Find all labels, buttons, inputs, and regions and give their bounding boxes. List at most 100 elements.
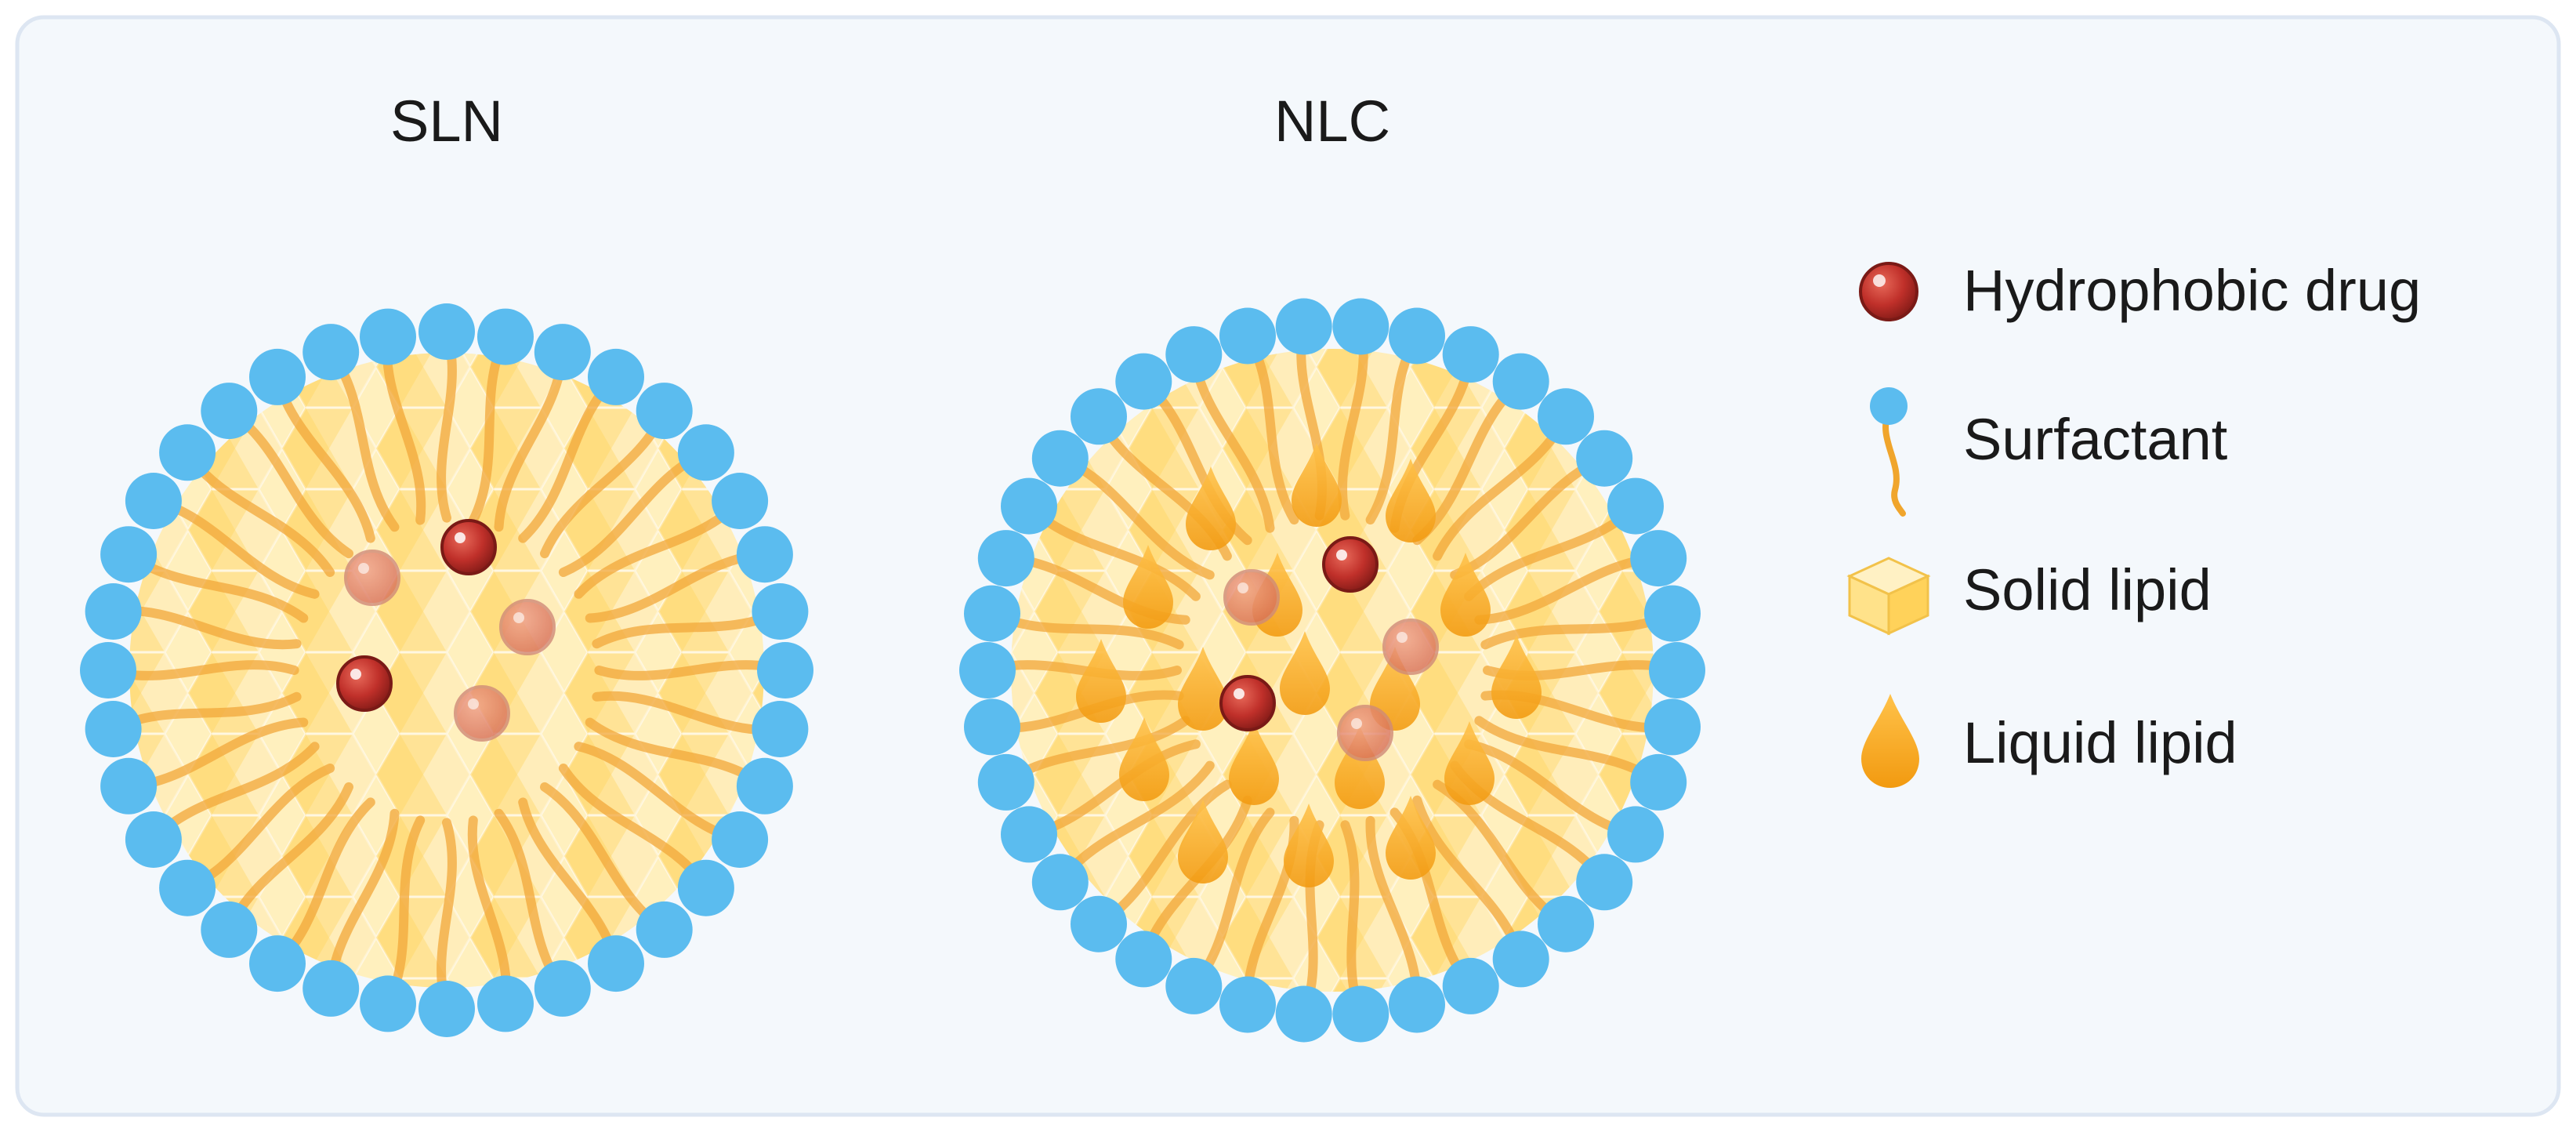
surfactant-head (418, 303, 475, 360)
liquid-lipid-drop (1186, 466, 1236, 550)
surfactant-head (159, 424, 216, 481)
drug-highlight (1237, 582, 1248, 593)
nlc-particle (959, 298, 1705, 1043)
surfactant-head (677, 424, 734, 481)
drug-sphere (336, 655, 393, 712)
surfactant-head (1538, 895, 1594, 952)
liquid-lipid-drop-icon (1861, 694, 1919, 788)
surfactant-head (1115, 353, 1172, 410)
surfactant-icon (1870, 387, 1908, 517)
surfactant-head (1275, 985, 1332, 1043)
surfactant-head (752, 583, 809, 640)
surfactant-head (588, 935, 644, 992)
liquid-lipid-drop (1123, 545, 1173, 629)
surfactant-head (1607, 477, 1664, 535)
surfactant-head (249, 935, 306, 992)
surfactant-head (1630, 753, 1687, 811)
surfactant-head (636, 383, 693, 440)
nlc-surfactant-heads (959, 298, 1705, 1043)
surfactant-head (1275, 298, 1332, 355)
surfactant-head (125, 473, 182, 529)
surfactant-head (977, 530, 1034, 587)
surfactant-head (1219, 307, 1276, 365)
surfactant-head (534, 960, 591, 1017)
surfactant-head (712, 811, 769, 868)
surfactant-head (1389, 976, 1445, 1033)
surfactant-head (964, 698, 1020, 756)
surfactant-head (100, 526, 158, 583)
nlc-drugs (1219, 536, 1439, 761)
surfactant-head (477, 308, 534, 365)
surfactant-head (1165, 326, 1223, 383)
surfactant-head (1031, 430, 1089, 487)
surfactant-head (1607, 806, 1664, 863)
surfactant-head (125, 811, 182, 868)
surfactant-head (477, 975, 534, 1032)
surfactant-head (1644, 585, 1701, 642)
liquid-lipid-drop (1386, 459, 1436, 542)
surfactant-head (159, 859, 216, 916)
legend-label-drug: Hydrophobic drug (1963, 258, 2422, 323)
surfactant-head (1332, 298, 1389, 355)
surfactant-head (1219, 976, 1276, 1033)
surfactant-head (636, 901, 693, 958)
drug-sphere (1322, 536, 1379, 593)
surfactant-head (1389, 307, 1445, 365)
sln-surfactant-heads (80, 303, 813, 1037)
liquid-lipid-drop (1370, 647, 1420, 731)
surfactant-head (534, 324, 591, 381)
surfactant-head (1001, 477, 1057, 535)
legend-label-solid-lipid: Solid lipid (1963, 557, 2212, 622)
drug-sphere (440, 519, 497, 575)
drug-highlight (1397, 632, 1408, 643)
drug-sphere (344, 550, 400, 606)
drug-highlight (1336, 550, 1347, 561)
surfactant-head (201, 383, 258, 440)
surfactant-head (303, 324, 360, 381)
surfactant-head (752, 701, 809, 757)
surfactant-head (757, 642, 813, 698)
surfactant-head (1538, 388, 1594, 445)
solid-lipid-cube-icon (1846, 557, 1931, 636)
surfactant-head (1071, 895, 1127, 952)
sln-title: SLN (390, 89, 503, 154)
surfactant-head (1332, 985, 1389, 1043)
drug-highlight (1351, 718, 1362, 729)
drug-sphere (454, 685, 510, 742)
nlc-title: NLC (1274, 89, 1391, 154)
surfactant-head (1492, 931, 1549, 988)
liquid-lipid-drop (1280, 631, 1330, 715)
surfactant-head (201, 901, 258, 958)
liquid-lipid-drop (1284, 804, 1334, 887)
drug-sphere (499, 599, 556, 655)
surfactant-head (1649, 642, 1705, 698)
liquid-lipid-drop (1076, 639, 1126, 723)
liquid-lipid-drop (1386, 796, 1436, 880)
liquid-lipid-drop (1229, 721, 1279, 805)
surfactant-head (100, 757, 158, 815)
liquid-lipid-drop (1335, 725, 1385, 809)
drug-highlight (1234, 688, 1245, 699)
legend-label-surfactant: Surfactant (1963, 407, 2228, 472)
sln-particle (80, 303, 813, 1037)
nlc-liquid-lipid-drops (1076, 443, 1542, 887)
drug-highlight (513, 612, 524, 623)
surfactant-head (1001, 806, 1057, 863)
surfactant-head (1442, 957, 1499, 1014)
surfactant-head (1071, 388, 1127, 445)
surfactant-head (85, 701, 142, 757)
surfactant-head (1630, 530, 1687, 587)
sln-drugs (336, 519, 556, 742)
liquid-lipid-drop (1440, 553, 1491, 637)
liquid-lipid-drop (1491, 635, 1542, 719)
surfactant-head (1576, 430, 1633, 487)
drug-sphere (1382, 619, 1439, 675)
liquid-lipid-drop (1119, 717, 1169, 801)
surfactant-head (1165, 957, 1223, 1014)
surfactant-head (588, 348, 644, 405)
surfactant-head (80, 642, 136, 698)
surfactant-head (1644, 698, 1701, 756)
surfactant-head (1492, 353, 1549, 410)
